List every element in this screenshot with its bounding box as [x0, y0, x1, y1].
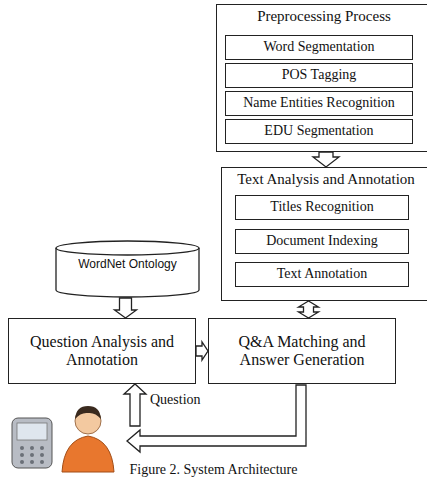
process-box: EDU Segmentation [225, 119, 413, 144]
process-box: Text Annotation [235, 262, 409, 287]
answer-arrow [127, 385, 306, 452]
user-icon [12, 406, 114, 472]
block-arrow [313, 152, 339, 167]
node-text: Name Entities Recognition [243, 95, 395, 111]
cylinder-rim [56, 248, 199, 255]
process-box: POS Tagging [225, 63, 413, 88]
node-text: EDU Segmentation [264, 123, 373, 139]
phone-screen [17, 423, 47, 440]
person-body [62, 436, 114, 472]
node-text: Preprocessing Process [217, 5, 427, 25]
process-box: Titles Recognition [235, 195, 409, 220]
node-text: Q&A Matching and Answer Generation [213, 333, 391, 370]
phone-keys [20, 446, 44, 464]
node-text: Text Annotation [277, 266, 367, 282]
node-text: Document Indexing [266, 233, 378, 249]
figure-caption: Figure 2. System Architecture [0, 462, 427, 478]
node-text: Text Analysis and Annotation [222, 168, 427, 188]
block-arrow [299, 301, 319, 318]
cylinder-body [56, 241, 199, 297]
node-text: Question Analysis and Annotation [13, 333, 191, 370]
node-text: Titles Recognition [270, 199, 373, 215]
node-text: WordNet Ontology [78, 258, 177, 272]
process-box: Question Analysis and Annotation [8, 318, 196, 384]
database-cylinder: WordNet Ontology [55, 240, 200, 298]
process-group: Text Analysis and AnnotationTitles Recog… [221, 167, 427, 301]
block-arrow [196, 342, 208, 360]
arrow-label: Question [150, 392, 201, 408]
process-box: Name Entities Recognition [225, 91, 413, 116]
node-text: Word Segmentation [263, 39, 374, 55]
phone-body [12, 418, 52, 468]
node-text: POS Tagging [282, 67, 357, 83]
person-hair [75, 406, 101, 419]
process-box: Document Indexing [235, 229, 409, 254]
process-box: Word Segmentation [225, 35, 413, 60]
block-arrow [115, 298, 137, 318]
question-arrow [124, 384, 146, 426]
process-group: Preprocessing ProcessWord SegmentationPO… [216, 4, 427, 152]
process-box: Q&A Matching and Answer Generation [208, 318, 396, 384]
